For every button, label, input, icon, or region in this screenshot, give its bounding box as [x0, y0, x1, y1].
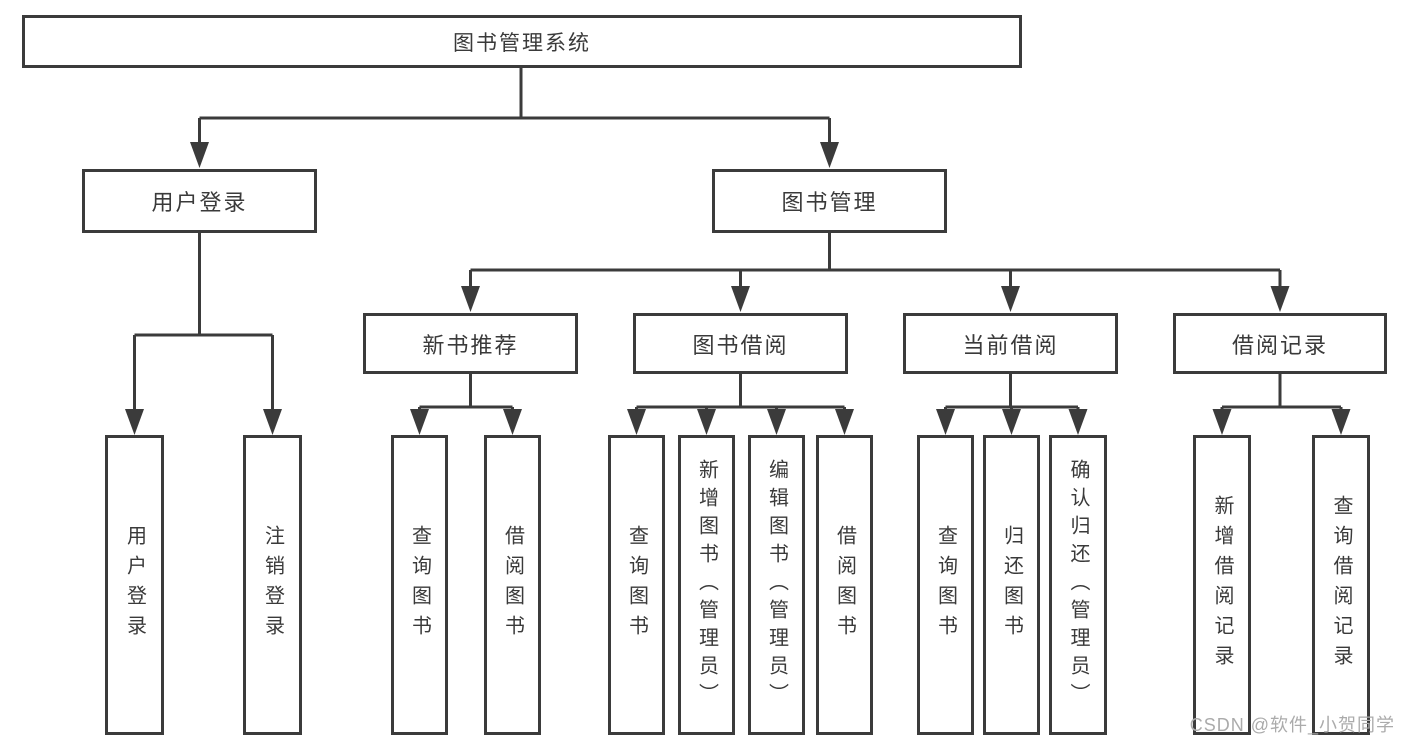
connector-bookborrow-to-leaves: [635, 374, 846, 410]
leaf-borrow-books-label: 借阅图书: [833, 525, 856, 645]
leaf-add-book-admin: 新增图书（管理员）: [678, 435, 735, 735]
arrowhead: [410, 409, 429, 435]
csdn-watermark: CSDN @软件_小贺同学: [1189, 715, 1395, 735]
node-new-book-recommend-label: 新书推荐: [422, 332, 519, 358]
leaf-confirm-return-admin: 确认归还（管理员）: [1049, 435, 1107, 735]
arrowhead: [461, 286, 480, 312]
leaf-query-borrow-record: 查询借阅记录: [1312, 435, 1370, 735]
leaf-add-book-admin-label: 新增图书（管理员）: [695, 459, 718, 711]
leaf-return-books-label: 归还图书: [1000, 525, 1023, 645]
leaf-borrow-books-recommend: 借阅图书: [484, 435, 541, 735]
connector-root-to-level1: [198, 68, 831, 144]
arrowhead: [697, 409, 716, 435]
leaf-add-borrow-record-label: 新增借阅记录: [1211, 495, 1233, 675]
arrowhead: [1002, 409, 1021, 435]
leaf-query-books-recommend-label: 查询图书: [408, 525, 431, 645]
leaf-logout: 注销登录: [243, 435, 302, 735]
arrowhead: [835, 409, 854, 435]
arrowhead: [1212, 409, 1232, 435]
leaf-query-borrow-record-label: 查询借阅记录: [1330, 495, 1352, 675]
node-current-borrow: 当前借阅: [903, 313, 1118, 374]
leaf-add-borrow-record: 新增借阅记录: [1193, 435, 1251, 735]
arrowhead: [1331, 409, 1351, 435]
leaf-user-login-label: 用户登录: [123, 525, 146, 645]
node-new-book-recommend: 新书推荐: [363, 313, 578, 374]
node-user-login-label: 用户登录: [151, 190, 248, 215]
node-book-management-label: 图书管理: [781, 190, 878, 215]
leaf-borrow-books-recommend-label: 借阅图书: [501, 525, 524, 645]
node-book-management: 图书管理: [712, 169, 947, 233]
connector-newbook-to-leaves: [418, 374, 514, 410]
arrowhead: [1001, 286, 1020, 312]
node-borrow-records: 借阅记录: [1173, 313, 1387, 374]
leaf-confirm-return-admin-label: 确认归还（管理员）: [1067, 459, 1089, 711]
arrowhead: [263, 409, 282, 435]
connector-userlogin-to-leaves: [133, 233, 274, 410]
leaf-edit-book-admin-label: 编辑图书（管理员）: [765, 459, 788, 711]
arrowhead: [820, 142, 839, 168]
leaf-query-books-current: 查询图书: [917, 435, 974, 735]
leaf-query-books-recommend: 查询图书: [391, 435, 448, 735]
leaf-return-books: 归还图书: [983, 435, 1040, 735]
leaf-query-books-current-label: 查询图书: [934, 525, 957, 645]
node-borrow-records-label: 借阅记录: [1231, 332, 1328, 358]
arrowhead: [1270, 286, 1290, 312]
leaf-logout-label: 注销登录: [261, 525, 284, 645]
node-user-login: 用户登录: [82, 169, 317, 233]
leaf-borrow-books: 借阅图书: [816, 435, 873, 735]
arrowhead: [731, 286, 750, 312]
arrowhead: [767, 409, 786, 435]
leaf-user-login: 用户登录: [105, 435, 164, 735]
node-current-borrow-label: 当前借阅: [962, 332, 1059, 358]
arrowhead: [1068, 409, 1088, 435]
connector-bookmgmt-to-level2: [469, 233, 1282, 287]
connector-borrowrecords-to-leaves: [1220, 374, 1343, 410]
node-library-management-system: 图书管理系统: [22, 15, 1022, 68]
arrowhead: [125, 409, 144, 435]
leaf-edit-book-admin: 编辑图书（管理员）: [748, 435, 805, 735]
node-library-management-system-label: 图书管理系统: [453, 31, 591, 55]
leaf-query-books-borrow-label: 查询图书: [625, 525, 648, 645]
node-book-borrow-label: 图书借阅: [692, 332, 789, 358]
node-book-borrow: 图书借阅: [633, 313, 848, 374]
connector-currentborrow-to-leaves: [944, 374, 1080, 410]
arrowhead: [936, 409, 955, 435]
arrowhead: [190, 142, 209, 168]
leaf-query-books-borrow: 查询图书: [608, 435, 665, 735]
arrowhead: [627, 409, 646, 435]
arrowhead: [503, 409, 522, 435]
